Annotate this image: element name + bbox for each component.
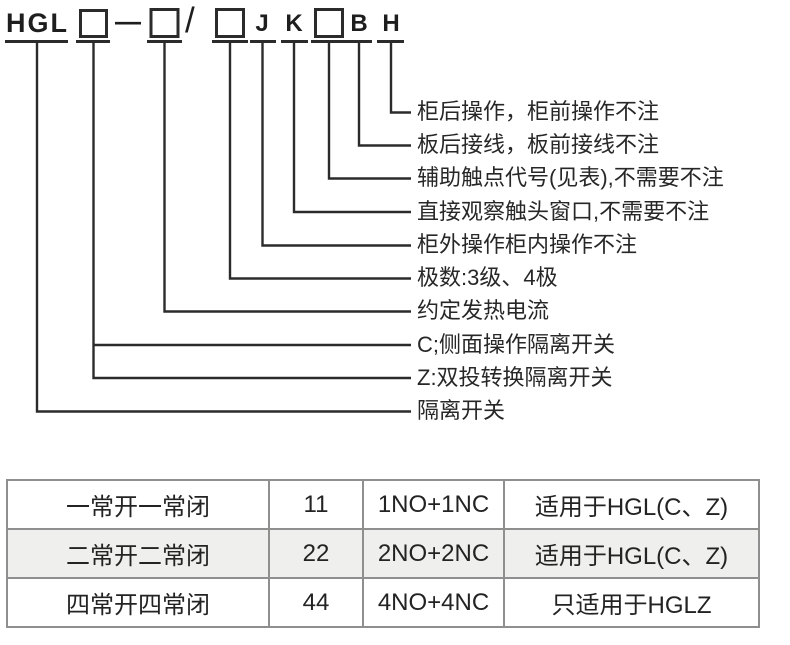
table-cell: 四常开四常闭 [6,577,270,628]
code-box-3 [215,8,245,38]
callout-pole-count: 极数:3级、4极 [417,265,558,290]
model-prefix: HGL [6,8,69,38]
callout-aux-contact-code: 辅助触点代号(见表),不需要不注 [417,165,724,190]
table-cell: 1NO+1NC [362,479,505,530]
connector-lines [5,8,411,413]
code-slash-separator: / [185,1,195,40]
table-row: 二常开二常闭 22 2NO+2NC 适用于HGL(C、Z) [6,528,760,579]
table-cell: 44 [268,577,364,628]
table-cell: 4NO+4NC [362,577,505,628]
callout-isolation-switch: 隔离开关 [417,398,506,423]
leader-hgl [35,43,411,413]
table-row: 四常开四常闭 44 4NO+4NC 只适用于HGLZ [6,577,760,628]
table-cell: 一常开一常闭 [6,479,270,530]
callout-z-double-throw: Z:双投转换隔离开关 [417,365,613,390]
leader-box4 [327,43,411,180]
table-cell: 11 [268,479,364,530]
callout-outside-operation: 柜外操作柜内操作不注 [417,232,638,257]
table-cell: 适用于HGL(C、Z) [503,528,760,579]
code-letter-b: B [350,10,368,37]
code-letter-h: H [382,10,400,37]
callout-thermal-current: 约定发热电流 [417,298,550,323]
aux-contact-table: 一常开一常闭 11 1NO+1NC 适用于HGL(C、Z) 二常开二常闭 22 … [6,479,760,628]
leader-k [292,43,411,214]
code-letter-j: J [255,10,269,37]
leader-h [389,43,411,114]
table-cell: 只适用于HGLZ [503,577,760,628]
code-box-2 [149,8,180,38]
leader-j [261,43,411,247]
table-row: 一常开一常闭 11 1NO+1NC 适用于HGL(C、Z) [6,479,760,530]
callout-contact-window: 直接观察触头窗口,不需要不注 [417,199,710,224]
table-cell: 22 [268,528,364,579]
leader-box3 [228,43,411,280]
code-box-4 [314,8,344,38]
callout-rear-board-wiring: 板后接线，板前接线不注 [417,132,660,157]
leader-box2 [163,43,411,313]
leader-lines [35,43,411,413]
leader-box1 [92,43,411,380]
table-cell: 2NO+2NC [362,528,505,579]
callout-rear-cabinet-operation: 柜后操作，柜前操作不注 [417,99,660,124]
code-box-1 [79,9,108,38]
table-cell: 二常开二常闭 [6,528,270,579]
code-dash-separator: — [115,6,141,36]
code-letter-k: K [285,10,303,37]
callout-c-side-operation: C;侧面操作隔离开关 [417,332,616,357]
leader-b [357,43,411,147]
table-cell: 适用于HGL(C、Z) [503,479,760,530]
